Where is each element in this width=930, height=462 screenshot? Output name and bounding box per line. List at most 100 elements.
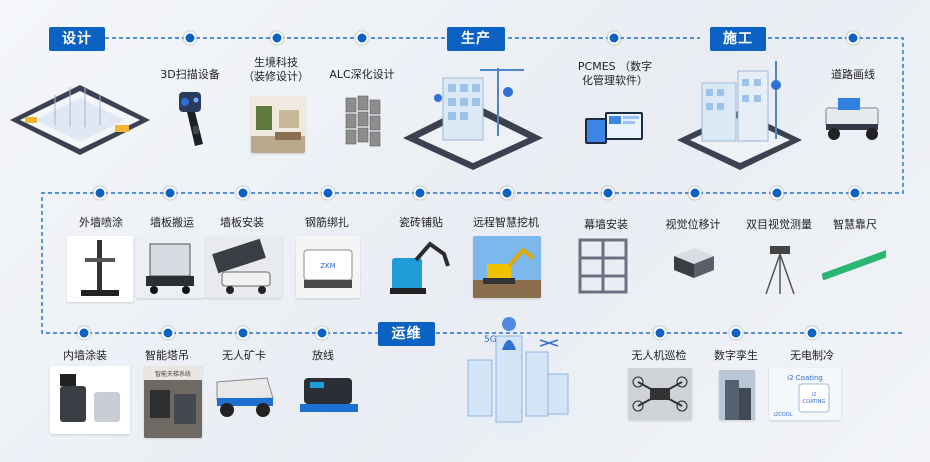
wall-paint-robot-image	[60, 374, 120, 422]
smart-ruler-tile	[822, 240, 886, 290]
signal-5g-text: 5G	[484, 335, 497, 345]
displacement-sensor-image	[674, 248, 714, 278]
spray-robot-tile	[67, 236, 133, 302]
operation-city-scene: 5G	[450, 317, 580, 442]
digital-twin-tile	[719, 370, 755, 420]
panel-install-robot-image	[212, 238, 271, 294]
tripod-camera-image	[765, 246, 795, 295]
node-dot-tile	[413, 186, 427, 200]
node-dot-excavator	[500, 186, 514, 200]
handheld-3d-scanner-icon	[179, 92, 203, 146]
node-label-cooling: 无电制冷	[790, 349, 834, 362]
node-label-binocular: 双目视觉测量	[746, 218, 812, 231]
node-label-shengjing: 生境科技 （装修设计）	[243, 56, 309, 83]
stage-badge-construction: 施工	[710, 27, 766, 51]
cooling-product-text: i2	[812, 392, 817, 398]
node-dot-visual	[688, 186, 702, 200]
construction-scene-illustration	[677, 61, 802, 170]
cooling-brand-text: i2 Coating	[787, 374, 823, 382]
node-label-twin: 数字孪生	[714, 349, 758, 362]
node-dot-carry	[163, 186, 177, 200]
node-dot-pcmes	[607, 31, 621, 45]
node-label-install: 墙板安装	[220, 216, 264, 229]
crane-control-room-image: 智能天梯系统	[144, 366, 202, 424]
node-dot-rebar	[321, 186, 335, 200]
road-marking-tile	[816, 90, 892, 146]
node-label-crane: 智能塔吊	[145, 349, 189, 362]
rebar-robot-tile: ZKM	[296, 236, 360, 298]
node-label-ruler: 智慧靠尺	[833, 218, 877, 231]
stage-badge-operation: 运维	[378, 322, 435, 346]
interior-room-image	[251, 96, 305, 153]
node-dot-shengjing	[270, 31, 284, 45]
cooling-product-text-2: COATING	[803, 399, 826, 405]
node-label-pcmes: PCMES （数字 化管理软件）	[577, 60, 653, 87]
cooling-coating-tile: i2 Coating i2 COATING i2COOL	[769, 368, 841, 420]
node-dot-scan	[183, 31, 197, 45]
drone-icon	[632, 376, 688, 412]
stage-badge-production: 生产	[447, 27, 505, 51]
crane-sign-text: 智能天梯系统	[155, 370, 191, 378]
stage-badge-design: 设计	[49, 27, 105, 51]
wall-paint-tile	[50, 366, 130, 434]
node-label-alc: ALC深化设计	[329, 68, 395, 81]
excavator-icon	[473, 247, 541, 298]
node-dot-install	[236, 186, 250, 200]
node-label-tile: 瓷砖铺贴	[399, 216, 443, 229]
city-drone-icon	[539, 339, 559, 347]
node-dot-cooling	[805, 326, 819, 340]
node-label-paint: 内墙涂装	[63, 349, 107, 362]
interior-design-tile	[251, 96, 305, 153]
node-label-road: 道路画线	[831, 68, 875, 81]
node-dot-mine	[236, 326, 250, 340]
node-dot-cable	[315, 326, 329, 340]
alc-wall-panel-image	[345, 95, 381, 147]
node-label-spray: 外墙喷涂	[79, 216, 123, 229]
design-scene-illustration	[10, 85, 150, 155]
rebar-brand-text: ZKM	[320, 262, 335, 270]
node-label-mine: 无人矿卡	[222, 349, 266, 362]
smart-ruler-image	[822, 249, 886, 281]
tile-laying-tile	[386, 236, 456, 298]
node-dot-spray	[93, 186, 107, 200]
node-label-visual: 视觉位移计	[665, 218, 721, 231]
digital-twin-building-image	[719, 370, 755, 420]
node-label-drone: 无人机巡检	[631, 349, 687, 362]
visual-displacement-tile	[670, 244, 718, 282]
cable-laying-robot-image	[300, 378, 358, 412]
curtain-wall-frame-image	[578, 238, 628, 294]
node-label-cable: 放线	[312, 349, 334, 362]
pcmes-tile	[583, 110, 645, 146]
rebar-robot-image: ZKM	[303, 249, 353, 288]
panel-install-tile	[206, 236, 282, 298]
node-dot-alc	[355, 31, 369, 45]
alc-panel-tile	[342, 94, 386, 150]
cooling-coating-product-image: i2 Coating i2 COATING i2COOL	[774, 374, 830, 418]
road-marking-robot-image	[825, 98, 879, 140]
node-dot-curtain	[601, 186, 615, 200]
drone-inspection-tile	[628, 368, 692, 420]
spray-robot-image	[81, 240, 119, 296]
node-dot-twin	[729, 326, 743, 340]
node-label-rebar: 钢筋绑扎	[305, 216, 349, 229]
node-label-scan: 3D扫描设备	[160, 68, 220, 81]
tower-crane-tile: 智能天梯系统	[144, 366, 202, 438]
cooling-maker-text: i2COOL	[774, 412, 793, 418]
software-devices-image	[585, 112, 643, 144]
node-dot-ruler	[848, 186, 862, 200]
node-dot-drone	[653, 326, 667, 340]
production-scene-illustration	[403, 68, 543, 170]
node-dot-binocular	[770, 186, 784, 200]
node-dot-crane	[161, 326, 175, 340]
mine-truck-tile	[211, 372, 279, 420]
binocular-tile	[756, 238, 804, 296]
cable-laying-tile	[296, 372, 364, 418]
autonomous-mine-truck-image	[216, 377, 274, 417]
scanner-tile	[165, 86, 220, 154]
node-label-excavator: 远程智慧挖机	[473, 216, 539, 229]
node-dot-road	[846, 31, 860, 45]
node-label-curtain: 幕墙安装	[584, 218, 628, 231]
node-label-carry: 墙板搬运	[150, 216, 194, 229]
curtain-wall-tile	[572, 236, 638, 296]
